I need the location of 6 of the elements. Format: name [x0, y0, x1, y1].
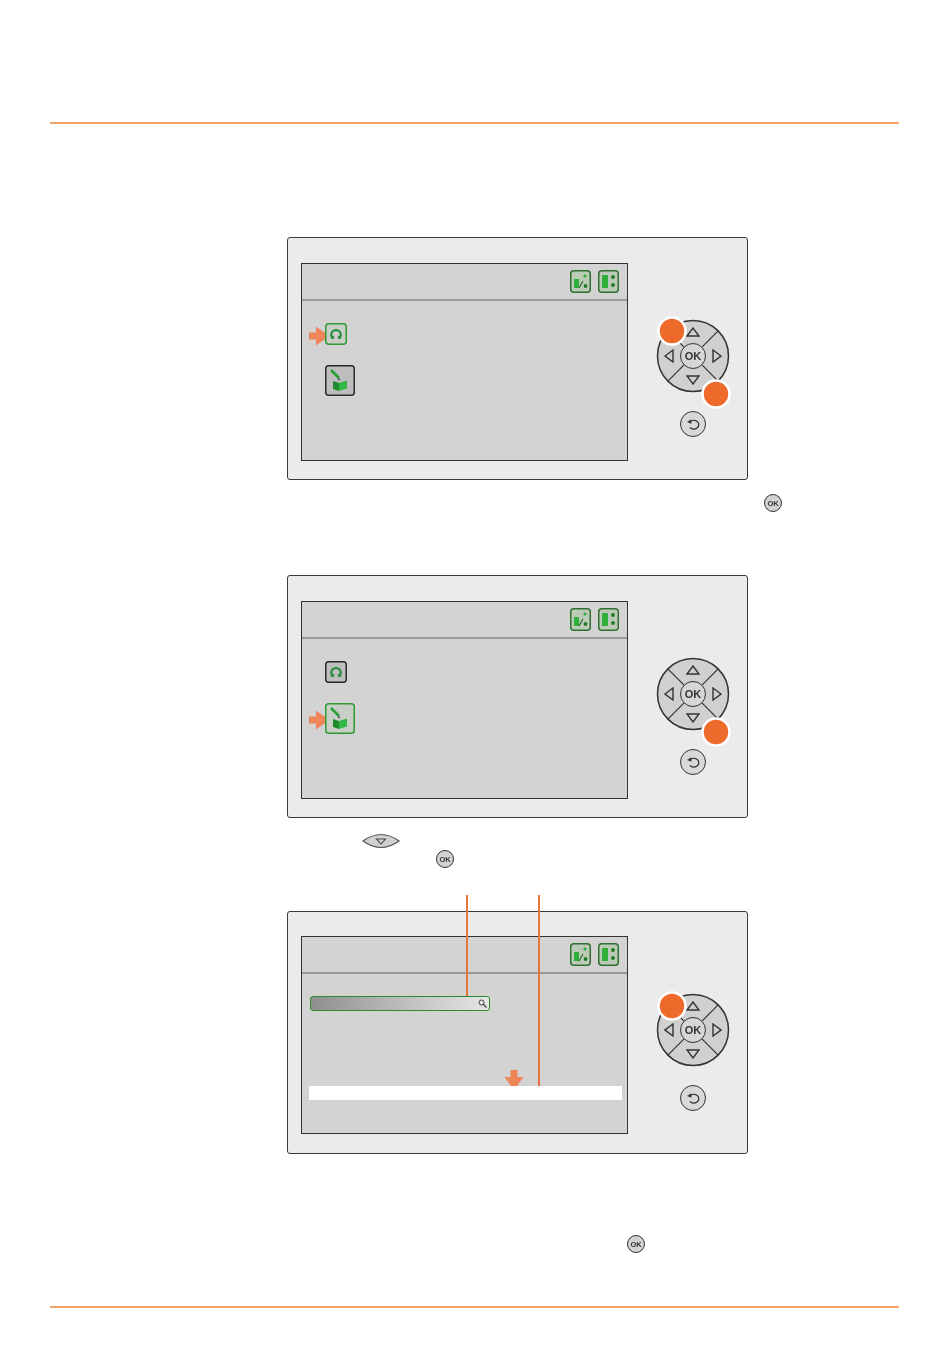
highlight-bar — [309, 1086, 622, 1100]
pencil-book-icon — [325, 703, 355, 734]
leader-line — [538, 894, 540, 1087]
pencil-book-icon — [325, 365, 355, 396]
leader-line — [466, 894, 468, 997]
search-field — [310, 996, 490, 1011]
